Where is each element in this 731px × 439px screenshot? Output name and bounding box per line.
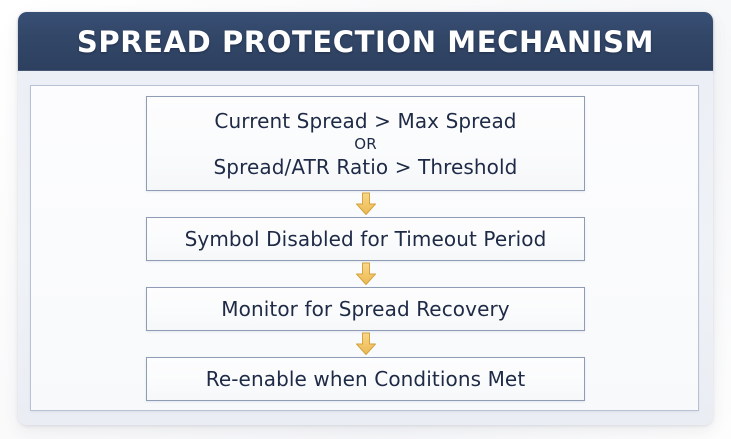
flow-step-trigger-condition-line-3: Spread/ATR Ratio > Threshold <box>213 154 518 179</box>
flow-step-re-enable: Re-enable when Conditions Met <box>146 357 585 401</box>
flow-step-re-enable-line-1: Re-enable when Conditions Met <box>205 367 526 391</box>
diagram-card: SPREAD PROTECTION MECHANISM Current Spre… <box>18 12 713 425</box>
flow-step-trigger-condition-line-2: OR <box>354 134 377 153</box>
down-arrow-icon <box>355 332 376 355</box>
flow-step-monitor-recovery-line-1: Monitor for Spread Recovery <box>221 297 510 321</box>
flow-connector-1 <box>353 191 379 217</box>
flow-connector-3 <box>353 331 379 357</box>
down-arrow-icon <box>355 192 376 215</box>
flow-step-symbol-disabled-line-1: Symbol Disabled for Timeout Period <box>184 227 547 251</box>
flow-step-monitor-recovery: Monitor for Spread Recovery <box>146 287 585 331</box>
flow-step-trigger-condition-line-1: Current Spread > Max Spread <box>214 108 517 133</box>
diagram-title: SPREAD PROTECTION MECHANISM <box>76 24 655 59</box>
flow-step-symbol-disabled: Symbol Disabled for Timeout Period <box>146 217 585 261</box>
diagram-header-bar: SPREAD PROTECTION MECHANISM <box>18 12 713 71</box>
down-arrow-icon <box>355 262 376 285</box>
flow-connector-2 <box>353 261 379 287</box>
